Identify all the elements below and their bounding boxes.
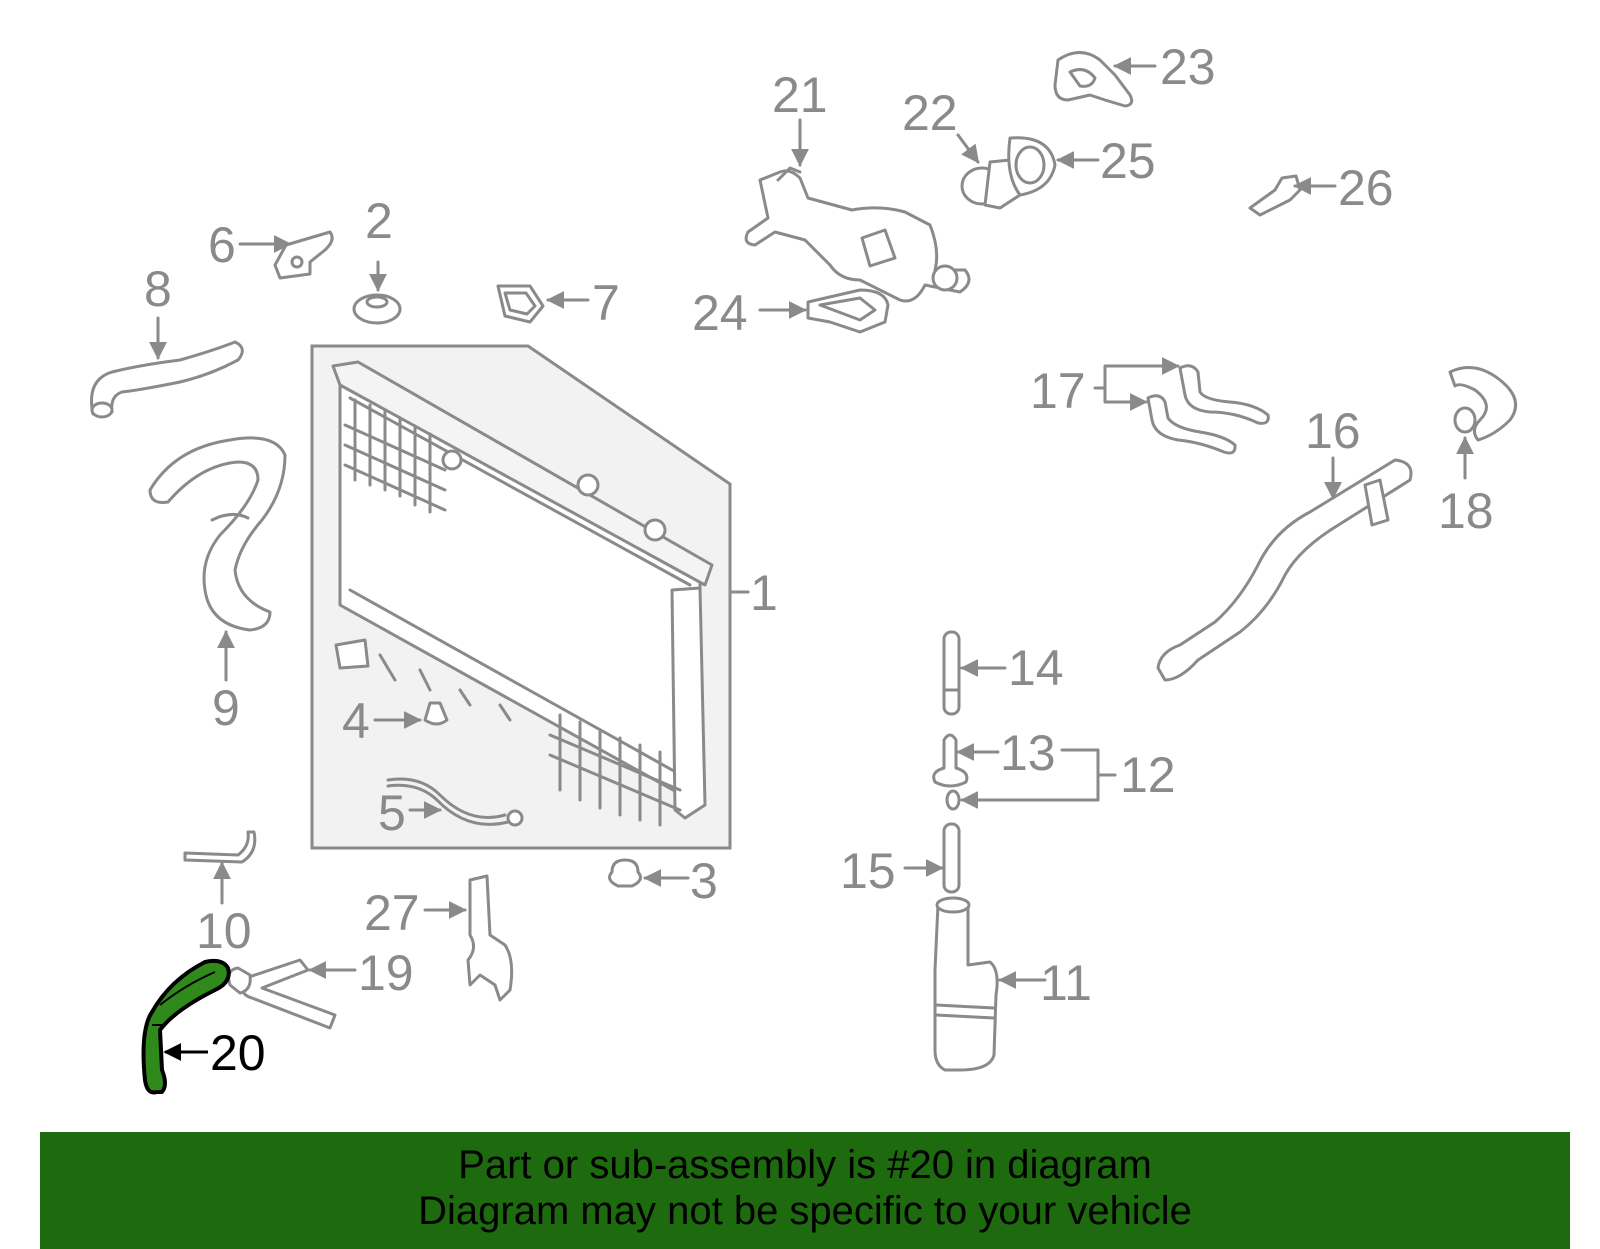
callout-21[interactable]: 21 bbox=[772, 67, 828, 123]
part-18-hose[interactable] bbox=[1448, 366, 1518, 442]
radiator[interactable] bbox=[331, 360, 714, 827]
part-8-hose[interactable] bbox=[90, 340, 244, 419]
callout-12[interactable]: 12 bbox=[1120, 747, 1176, 803]
part-13-cap[interactable] bbox=[932, 733, 969, 788]
callout-23[interactable]: 23 bbox=[1160, 39, 1216, 95]
banner-line-disclaimer: Diagram may not be specific to your vehi… bbox=[418, 1189, 1192, 1233]
part-5-drain-cock[interactable] bbox=[386, 777, 524, 827]
callout-labels: 1 2 3 4 5 6 7 8 9 10 11 12 13 14 15 16 1… bbox=[144, 39, 1494, 1081]
part-10-clip[interactable] bbox=[183, 830, 257, 864]
callout-11[interactable]: 11 bbox=[1040, 955, 1092, 1011]
callout-7[interactable]: 7 bbox=[592, 275, 620, 331]
part-4-cushion[interactable] bbox=[423, 701, 449, 726]
callout-10[interactable]: 10 bbox=[196, 903, 252, 959]
callout-24[interactable]: 24 bbox=[692, 285, 748, 341]
part-14-tube[interactable] bbox=[942, 630, 961, 716]
callout-19[interactable]: 19 bbox=[358, 945, 414, 1001]
callout-17[interactable]: 17 bbox=[1030, 363, 1086, 419]
callout-15[interactable]: 15 bbox=[840, 843, 896, 899]
callout-9[interactable]: 9 bbox=[212, 680, 240, 736]
info-banner: Part or sub-assembly is #20 in diagram D… bbox=[40, 1132, 1570, 1249]
leader-lines bbox=[149, 57, 1474, 1061]
callout-4[interactable]: 4 bbox=[342, 693, 370, 749]
callout-3[interactable]: 3 bbox=[690, 853, 718, 909]
radiator-group bbox=[310, 344, 732, 850]
callout-8[interactable]: 8 bbox=[144, 261, 172, 317]
part-27-bracket[interactable] bbox=[466, 874, 514, 1002]
part-24-gasket[interactable] bbox=[806, 288, 890, 334]
part-6-bracket[interactable] bbox=[273, 230, 334, 280]
callout-18[interactable]: 18 bbox=[1438, 483, 1494, 539]
part-26-sensor[interactable] bbox=[1248, 174, 1302, 217]
callout-16[interactable]: 16 bbox=[1305, 403, 1361, 459]
callout-5[interactable]: 5 bbox=[378, 785, 406, 841]
banner-line-part: Part or sub-assembly is #20 in diagram bbox=[458, 1143, 1152, 1187]
part-12-oring[interactable] bbox=[945, 789, 961, 811]
callout-14[interactable]: 14 bbox=[1008, 640, 1064, 696]
part-2-cap[interactable] bbox=[352, 293, 402, 325]
callout-2[interactable]: 2 bbox=[365, 193, 393, 249]
part-9-hose[interactable] bbox=[148, 436, 287, 632]
part-7-gasket[interactable] bbox=[496, 284, 545, 324]
callout-27[interactable]: 27 bbox=[364, 885, 420, 941]
part-3-grommet[interactable] bbox=[608, 858, 642, 888]
callout-26[interactable]: 26 bbox=[1338, 160, 1394, 216]
part-20-hose[interactable] bbox=[141, 958, 231, 1095]
callout-22[interactable]: 22 bbox=[902, 85, 958, 141]
part-25-gasket[interactable] bbox=[1007, 136, 1057, 197]
callout-6[interactable]: 6 bbox=[208, 217, 236, 273]
part-11-reservoir[interactable] bbox=[933, 896, 999, 1072]
callout-20[interactable]: 20 bbox=[210, 1025, 266, 1081]
part-16-pipe[interactable] bbox=[1156, 458, 1413, 682]
part-23-outlet[interactable] bbox=[1053, 51, 1134, 108]
callout-13[interactable]: 13 bbox=[1000, 725, 1056, 781]
part-22-thermostat[interactable] bbox=[960, 158, 1022, 210]
part-15-tube[interactable] bbox=[942, 822, 961, 894]
part-21-water-outlet[interactable] bbox=[744, 166, 971, 303]
callout-1[interactable]: 1 bbox=[750, 565, 778, 621]
part-17-hoses[interactable] bbox=[1146, 364, 1270, 455]
callout-25[interactable]: 25 bbox=[1100, 133, 1156, 189]
